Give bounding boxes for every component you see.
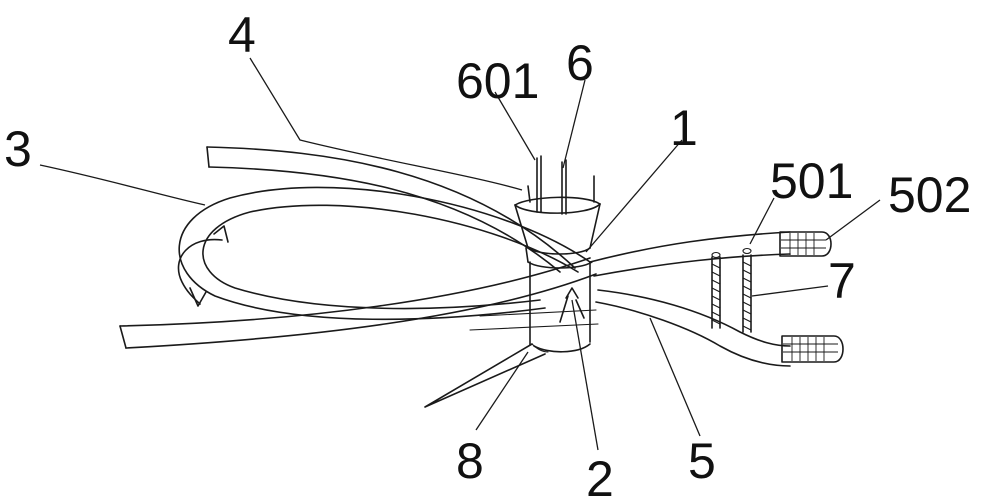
label-1: 1: [670, 100, 698, 156]
labels: 4 3 601 6 1 501 502 7 8 2 5: [4, 7, 971, 504]
central-column: [529, 261, 591, 353]
label-8: 8: [456, 433, 484, 489]
label-3: 3: [4, 121, 32, 177]
lower-tong-arm: [595, 289, 791, 367]
pins: [527, 155, 595, 215]
cup-part: [514, 196, 601, 269]
lower-curved-strip: [119, 257, 599, 349]
lower-grip-tip: [781, 335, 844, 363]
upper-grip-tip: [779, 231, 832, 257]
label-4: 4: [228, 7, 256, 63]
label-7: 7: [828, 253, 856, 309]
label-2: 2: [586, 451, 614, 504]
label-5: 5: [688, 433, 716, 489]
label-501: 501: [770, 153, 853, 209]
loop-band: [178, 186, 591, 321]
spike: [424, 343, 549, 408]
label-502: 502: [888, 167, 971, 223]
label-6: 6: [566, 35, 594, 91]
upper-curved-strip: [206, 146, 576, 273]
leader-lines: [39, 57, 881, 451]
upper-tong-arm: [589, 231, 791, 277]
spring-right: [742, 247, 752, 333]
spring-left: [711, 251, 721, 329]
label-601: 601: [456, 53, 539, 109]
rotation-arrow-icon: [177, 225, 229, 307]
